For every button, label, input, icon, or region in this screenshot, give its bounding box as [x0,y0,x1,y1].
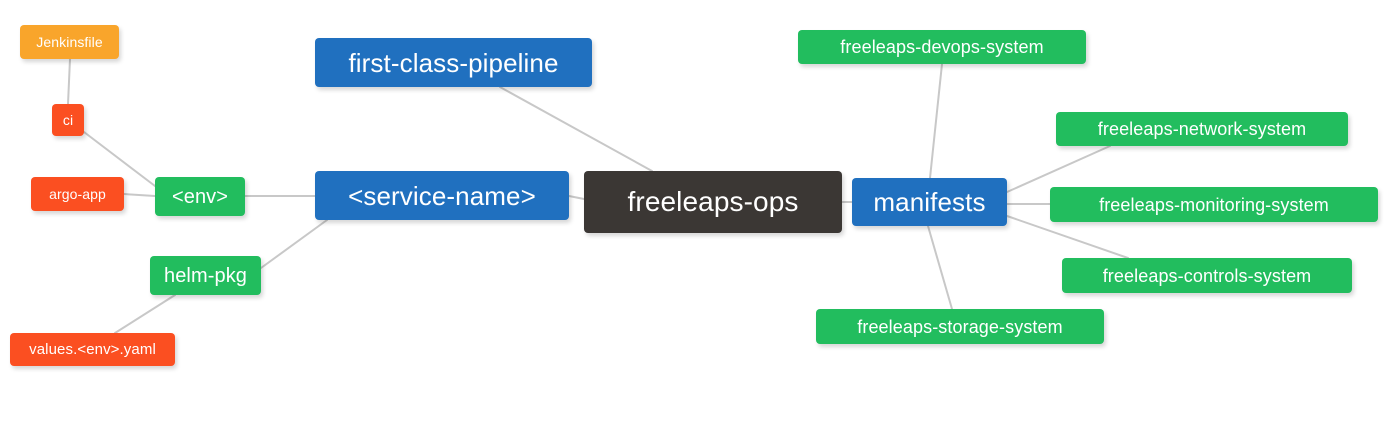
node-devops[interactable]: freeleaps-devops-system [798,30,1086,64]
node-freeleaps-ops[interactable]: freeleaps-ops [584,171,842,233]
node-storage[interactable]: freeleaps-storage-system [816,309,1104,344]
edge-manifests-to-devops [929,63,943,179]
node-manifests[interactable]: manifests [852,178,1007,226]
node-pipeline[interactable]: first-class-pipeline [315,38,592,87]
node-monitoring[interactable]: freeleaps-monitoring-system [1050,187,1378,222]
node-service-name[interactable]: <service-name> [315,171,569,220]
node-argo-app[interactable]: argo-app [31,177,124,211]
edge-pipeline-to-freeleaps-ops [499,86,653,172]
edge-argo-app-to-env [123,193,156,197]
node-env[interactable]: <env> [155,177,245,216]
edge-helm-pkg-to-values-yaml [114,294,176,334]
node-jenkinsfile[interactable]: Jenkinsfile [20,25,119,59]
node-controls[interactable]: freeleaps-controls-system [1062,258,1352,293]
edge-jenkinsfile-to-ci [67,58,71,105]
edge-manifests-to-controls [1006,215,1129,259]
node-ci[interactable]: ci [52,104,84,136]
node-network[interactable]: freeleaps-network-system [1056,112,1348,146]
edge-manifests-to-network [1006,145,1111,193]
node-helm-pkg[interactable]: helm-pkg [150,256,261,295]
edge-manifests-to-storage [927,225,953,310]
node-values-yaml[interactable]: values.<env>.yaml [10,333,175,366]
edge-service-name-to-freeleaps-ops [568,195,585,200]
edge-service-name-to-helm-pkg [260,219,328,269]
